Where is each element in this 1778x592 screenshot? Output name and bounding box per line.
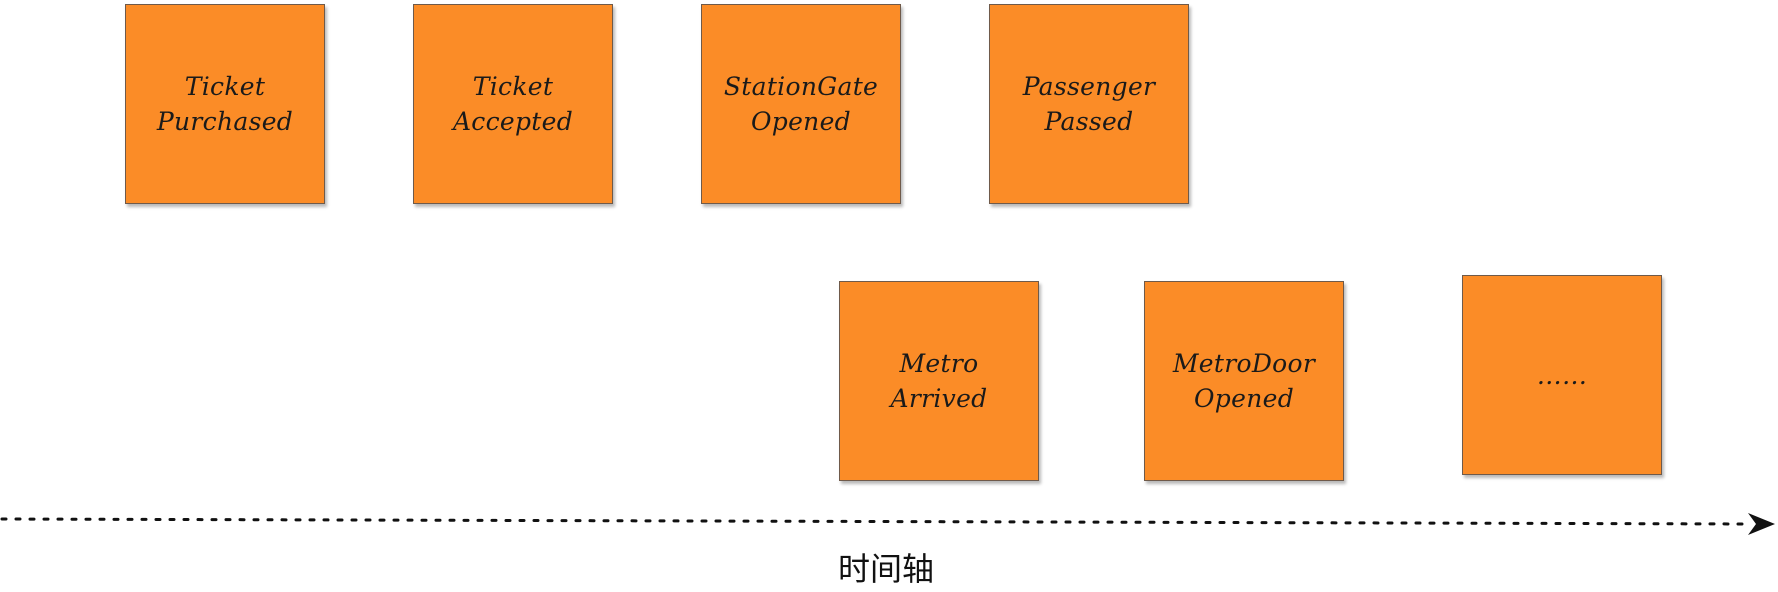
card-ticket-purchased: Ticket Purchased xyxy=(125,4,325,204)
card-label: Metro Arrived xyxy=(890,349,988,413)
card-metro-arrived: Metro Arrived xyxy=(839,281,1039,481)
card-label: …… xyxy=(1536,360,1588,390)
timeline-arrowhead-icon xyxy=(1748,513,1775,535)
card-label: MetroDoor Opened xyxy=(1172,349,1316,413)
card-station-gate-opened: StationGate Opened xyxy=(701,4,901,204)
card-label: Passenger Passed xyxy=(1022,72,1156,136)
card-metro-door-opened: MetroDoor Opened xyxy=(1144,281,1344,481)
card-label: StationGate Opened xyxy=(723,72,879,136)
card-passenger-passed: Passenger Passed xyxy=(989,4,1189,204)
card-label: Ticket Accepted xyxy=(452,72,574,136)
timeline-label: 时间轴 xyxy=(838,550,935,588)
card-label: Ticket Purchased xyxy=(156,72,294,136)
card-ticket-accepted: Ticket Accepted xyxy=(413,4,613,204)
timeline-dotted-line xyxy=(0,517,1750,526)
card-more: …… xyxy=(1462,275,1662,475)
